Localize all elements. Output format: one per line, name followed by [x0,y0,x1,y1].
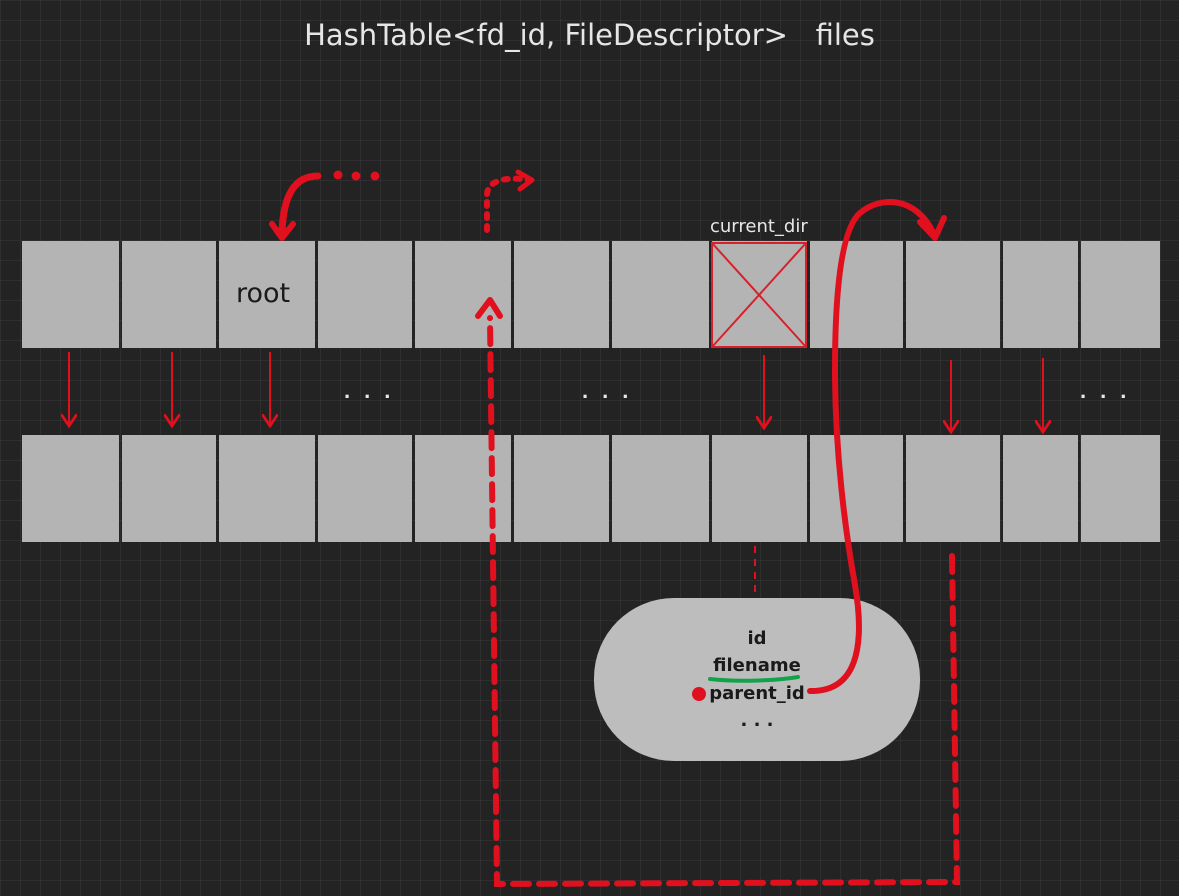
bucket-cell [22,241,119,348]
entry-cell [22,435,119,542]
dashed-loop-arrow [475,297,961,888]
parent-id-dot [692,687,706,701]
field-id: id [747,628,767,649]
current-dir-label: current_dir [710,216,808,237]
filename-underline [708,675,800,683]
diagram-title: HashTable<fd_id, FileDescriptor> files [304,18,875,52]
bucket-cell [415,241,511,348]
bucket-cell [810,241,903,348]
entry-cell [122,435,216,542]
bucket-cell [1003,241,1078,348]
crossed-cell-x-mark [711,242,807,348]
bucket-cell [612,241,709,348]
field-parent-id: parent_id [709,683,805,704]
bucket-arrows [69,352,1043,430]
field-more: . . . [740,710,774,731]
field-filename: filename [713,655,801,676]
entry-cell [712,435,807,542]
entry-cell [318,435,412,542]
bucket-cell [906,241,1000,348]
dotted-curve-arrow [484,169,535,233]
entry-cell [810,435,903,542]
ellipsis-2: ... [582,378,643,403]
hash-bucket-row [22,241,1160,348]
entry-cell [514,435,609,542]
bucket-cell-root [219,241,315,348]
entry-row [22,435,1160,542]
ellipsis-1: ... [344,378,405,403]
bucket-cell [122,241,216,348]
entry-cell [906,435,1000,542]
ellipsis-3: ... [1080,378,1141,403]
bucket-cell [318,241,412,348]
root-label: root [236,278,291,309]
entry-cell [1003,435,1078,542]
root-curve-arrow [269,170,380,241]
bucket-cell [514,241,609,348]
entry-cell [219,435,315,542]
parent-id-curve-arrow [807,199,947,695]
bucket-cell [1081,241,1160,348]
entry-cell [1081,435,1160,542]
entry-cell [612,435,709,542]
